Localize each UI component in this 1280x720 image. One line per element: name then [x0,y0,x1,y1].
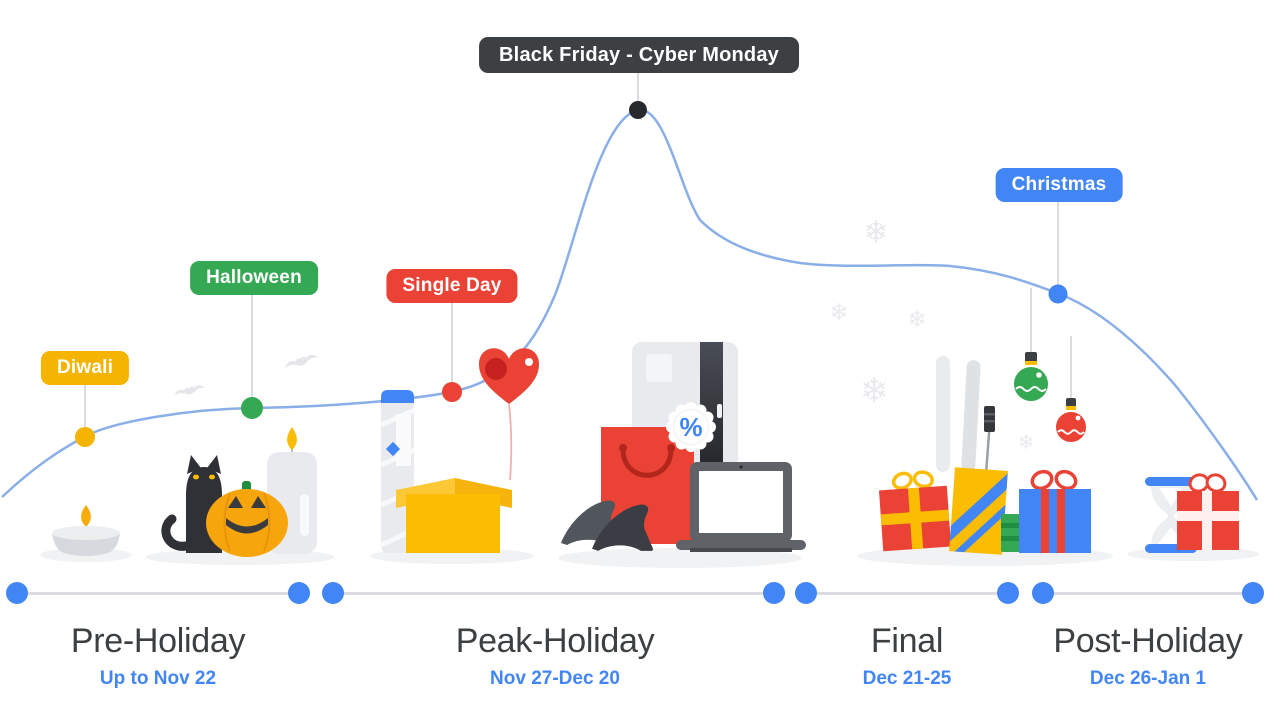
high-heels-icon [561,500,654,551]
bat-icon [285,354,319,369]
event-dot-christmas [1048,284,1068,304]
halloween-scene [145,427,335,565]
post-holiday-scene [1127,473,1259,561]
event-badge-halloween: Halloween [190,261,318,295]
phase-name: Post-Holiday [1053,622,1243,660]
event-dot-halloween [241,397,263,419]
gift-box-icon [1019,469,1091,553]
timeline-dot [1242,582,1264,604]
phase-dates: Up to Nov 22 [99,668,217,689]
phase-name: Peak-Holiday [455,622,655,660]
gift-box-icon [1177,473,1239,550]
event-badge-single-day: Single Day [386,269,518,303]
snowflake-icon: ❄ [907,307,926,333]
final-scene [857,288,1113,566]
snowflake-icon: ❄ [1018,430,1035,454]
pumpkin-icon [206,481,288,557]
phase-post-holiday: Post-Holiday Dec 26-Jan 1 [1053,622,1242,690]
phase-dates: Nov 27-Dec 20 [490,668,620,689]
timeline-dot [6,582,28,604]
event-badge-black-friday-cyber-monday: Black Friday - Cyber Monday [479,37,799,73]
event-dot-black-friday [629,101,647,119]
timeline-segment-peak-holiday [333,592,774,595]
bat-icon [174,385,206,396]
timeline-segment-post-holiday [1043,592,1253,595]
ornament-icon [1056,336,1086,442]
timeline-dot [1032,582,1054,604]
skis-icon [936,356,981,472]
ski-pole-icon [984,406,995,475]
heart-balloon-icon [479,348,539,481]
phase-name: Final [870,622,944,660]
phase-name: Pre-Holiday [70,622,246,660]
event-badge-christmas: Christmas [995,168,1123,202]
timeline-dot [795,582,817,604]
event-dot-diwali [75,427,95,447]
gift-box-icon [878,470,952,552]
phase-pre-holiday: Pre-Holiday Up to Nov 22 [70,622,246,690]
snowflake-icon: ❄ [863,215,888,250]
phase-final: Final Dec 21-25 [863,622,952,690]
peak-holiday-scene: % [558,342,806,568]
timeline-dot [322,582,344,604]
phase-dates: Dec 21-25 [862,668,952,689]
snowflake-icon: ❄ [860,371,889,411]
svg-text:%: % [679,412,702,442]
timeline-dot [763,582,785,604]
singles-day-scene [370,348,539,564]
open-box-icon [396,478,512,553]
timeline-segment-pre-holiday [17,592,299,595]
timeline-segment-final [806,592,1008,595]
discount-percent-icon: % [666,402,716,452]
ornament-icon [1014,288,1048,401]
event-badge-diwali: Diwali [40,351,130,385]
event-dot-single-day [442,382,462,402]
tealight-candle-icon [40,505,132,562]
phase-dates: Dec 26-Jan 1 [1089,668,1207,689]
phase-peak-holiday: Peak-Holiday Nov 27-Dec 20 [456,622,655,690]
timeline-dot [997,582,1019,604]
laptop-icon [676,462,806,552]
timeline-dot [288,582,310,604]
snowflake-icon: ❄ [829,300,848,326]
